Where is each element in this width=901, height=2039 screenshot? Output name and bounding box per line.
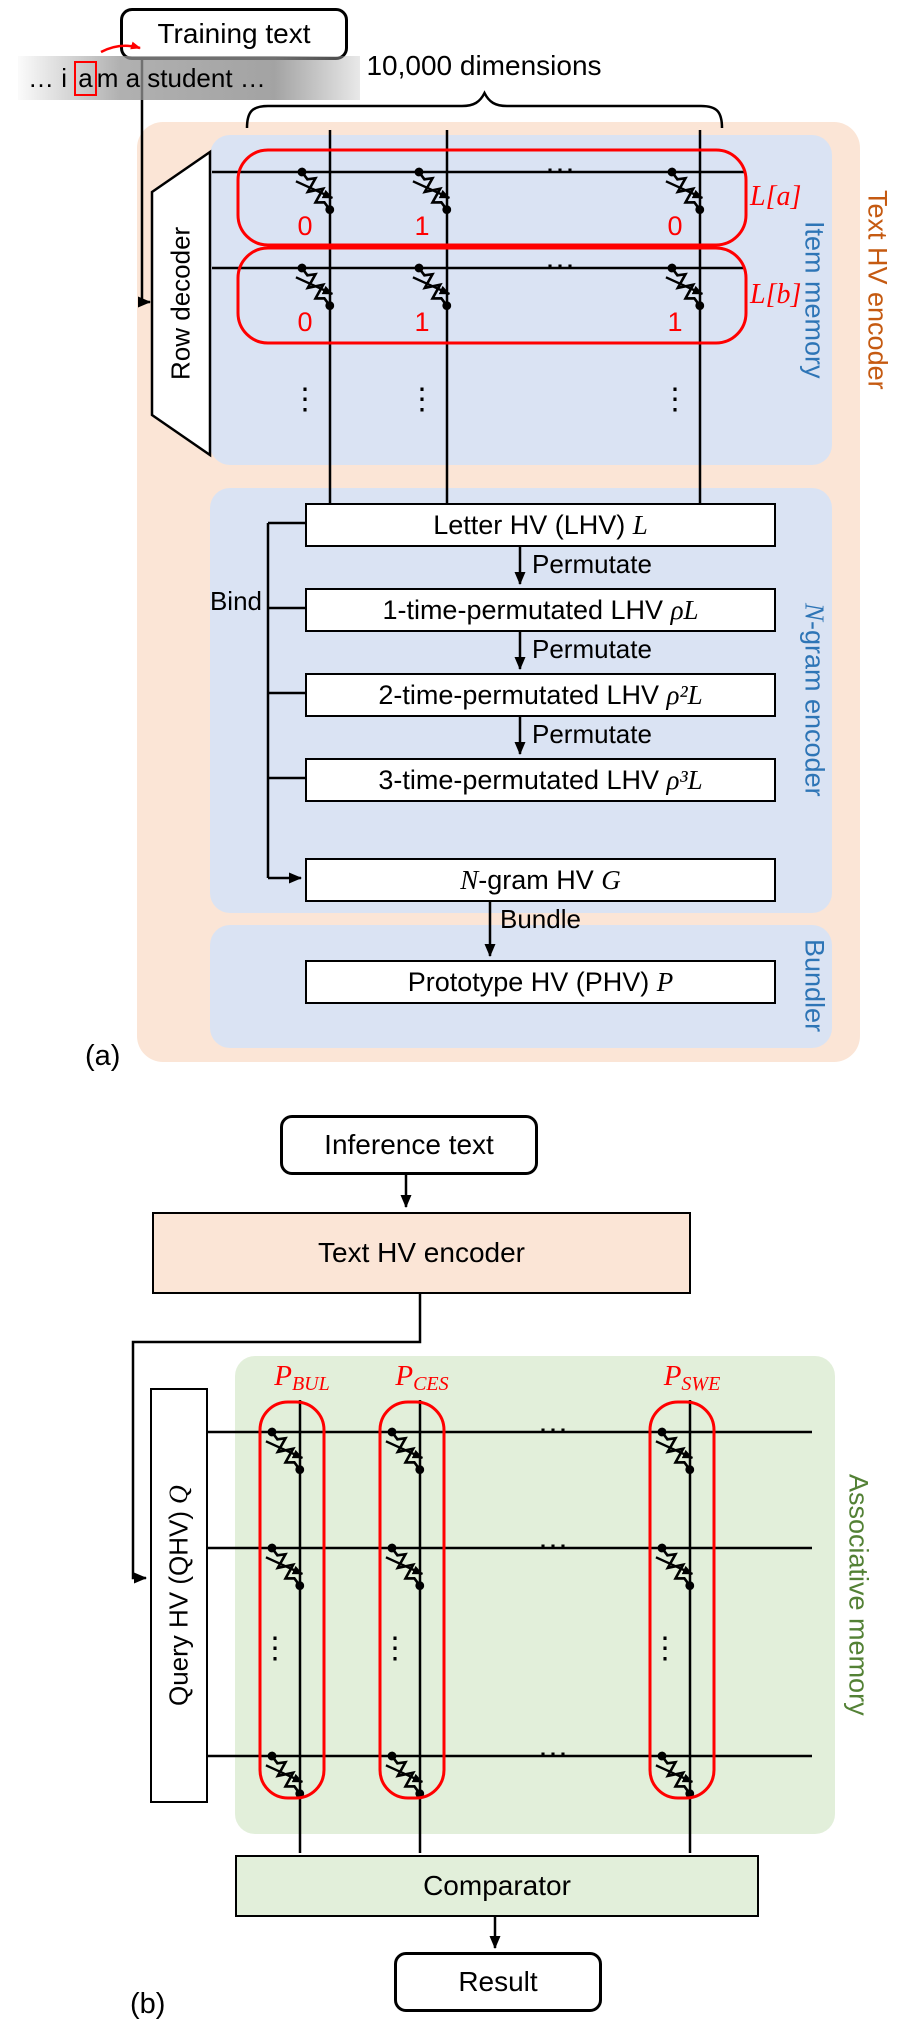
p-sub: SWE — [681, 1373, 721, 1395]
row-ellipsis: ⋯ — [545, 154, 575, 187]
permuted-1-symbol: ρL — [670, 594, 699, 625]
training-connector-arrow — [138, 56, 151, 308]
prototype-hv-text: Prototype HV (PHV) — [407, 966, 657, 997]
training-text-box: Training text — [120, 8, 348, 60]
permuted-3-box: 3-time-permutated LHV ρ³L — [305, 758, 776, 802]
p-base: P — [395, 1360, 414, 1392]
assoc-synapses — [261, 1423, 700, 1803]
sample-current-letter: a — [74, 60, 97, 96]
row-label-La: L[a] — [750, 181, 802, 212]
prototype-hv-box: Prototype HV (PHV) P — [305, 960, 776, 1004]
training-sample-strip: … i a m a student … — [18, 56, 360, 100]
prototype-column-outlines — [258, 1400, 716, 1800]
text-hv-encoder-box: Text HV encoder — [152, 1212, 691, 1294]
comparator-box: Comparator — [235, 1855, 759, 1917]
permuted-2-text: 2-time-permutated LHV — [378, 679, 667, 710]
item-memory-label: Item memory — [799, 221, 830, 379]
item-memory-bit-lines — [328, 130, 702, 504]
bit-value: 0 — [667, 211, 683, 241]
row-decoder-label: Row decoder — [165, 226, 196, 380]
inference-text-label: Inference text — [324, 1129, 494, 1160]
bit-value: 0 — [297, 307, 313, 337]
row-ellipsis: ⋯ — [538, 1414, 568, 1447]
dimensions-label: 10,000 dimensions — [366, 50, 602, 81]
p-base: P — [663, 1360, 682, 1392]
ngram-hv-text: -gram HV — [478, 864, 602, 895]
permuted-3-text: 3-time-permutated LHV — [378, 764, 667, 795]
inference-text-box: Inference text — [280, 1115, 538, 1175]
query-hv-box: Query HV (QHV) Q — [150, 1388, 208, 1803]
column-ellipsis: ⋮ — [290, 383, 320, 416]
p-base: P — [274, 1360, 292, 1392]
bit-value: 1 — [414, 211, 430, 241]
p-sub: BUL — [291, 1373, 330, 1395]
bundler-label: Bundler — [799, 939, 830, 1033]
comparator-label: Comparator — [423, 1870, 571, 1901]
ngram-label-rest: -gram encoder — [799, 621, 830, 797]
row-ellipsis: ⋯ — [538, 1738, 568, 1771]
row-ellipsis: ⋯ — [538, 1530, 568, 1563]
dimensions-brace — [245, 90, 724, 129]
permutate-label: Permutate — [532, 634, 652, 664]
assoc-word-lines — [208, 1430, 812, 1758]
associative-memory-region — [235, 1356, 835, 1834]
column-ellipsis: ⋮ — [650, 1632, 680, 1665]
row-label-Lb: L[b] — [750, 279, 802, 310]
prototype-hv-symbol: P — [656, 966, 674, 997]
query-connector-arrow — [131, 1290, 422, 1584]
permuted-2-box: 2-time-permutated LHV ρ²L — [305, 673, 776, 717]
text-hv-encoder-label: Text HV encoder — [862, 190, 893, 390]
row-decoder-shape — [150, 149, 212, 458]
permutate-label: Permutate — [532, 719, 652, 749]
bit-value: 1 — [414, 307, 430, 337]
permuted-2-symbol: ρ²L — [666, 679, 703, 710]
permuted-1-box: 1-time-permutated LHV ρL — [305, 588, 776, 632]
p-sub: CES — [413, 1373, 449, 1395]
ngram-encoder-label: N-gram encoder — [796, 580, 832, 820]
column-ellipsis: ⋮ — [380, 1632, 410, 1665]
bind-bracket — [266, 521, 305, 884]
row-ellipsis: ⋯ — [545, 250, 575, 283]
prototype-column-label: PBUL — [257, 1360, 347, 1395]
item-memory-synapses — [291, 163, 710, 315]
letter-hv-text: Letter HV (LHV) — [433, 509, 633, 540]
query-hv-symbol: Q — [164, 1484, 193, 1504]
bit-value: 0 — [297, 211, 313, 241]
associative-memory-label: Associative memory — [843, 1474, 874, 1716]
letter-hv-row-outlines — [236, 148, 748, 345]
result-box: Result — [394, 1952, 602, 2012]
column-ellipsis: ⋮ — [407, 383, 437, 416]
column-ellipsis: ⋮ — [260, 1632, 290, 1665]
column-ellipsis: ⋮ — [660, 383, 690, 416]
query-hv-text: Query HV (QHV) — [163, 1503, 194, 1707]
ngram-hv-symbol: G — [601, 864, 621, 895]
text-hv-encoder-box-label: Text HV encoder — [318, 1237, 525, 1268]
bundle-label: Bundle — [500, 904, 581, 934]
panel-a-caption: (a) — [85, 1040, 121, 1072]
sample-text-post: m a student … — [96, 62, 266, 93]
permuted-1-text: 1-time-permutated LHV — [382, 594, 671, 625]
bind-label: Bind — [209, 586, 262, 616]
sample-text-pre: … i — [28, 62, 75, 93]
panel-b-caption: (b) — [130, 1988, 166, 2020]
result-label: Result — [458, 1966, 538, 1997]
ngram-label-italic: N — [799, 603, 830, 622]
ngram-hv-italic-n: N — [460, 864, 479, 895]
bit-value: 1 — [667, 307, 683, 337]
prototype-column-label: PSWE — [647, 1360, 737, 1395]
prototype-column-label: PCES — [377, 1360, 467, 1395]
permuted-3-symbol: ρ³L — [666, 764, 703, 795]
assoc-bit-lines — [298, 1400, 692, 1853]
scan-direction-arrow-icon — [100, 41, 141, 54]
letter-hv-symbol: L — [632, 509, 648, 540]
ngram-hv-box: N-gram HV G — [305, 858, 776, 902]
letter-hv-box: Letter HV (LHV) L — [305, 503, 776, 547]
permutate-label: Permutate — [532, 549, 652, 579]
training-text-label: Training text — [157, 18, 311, 49]
